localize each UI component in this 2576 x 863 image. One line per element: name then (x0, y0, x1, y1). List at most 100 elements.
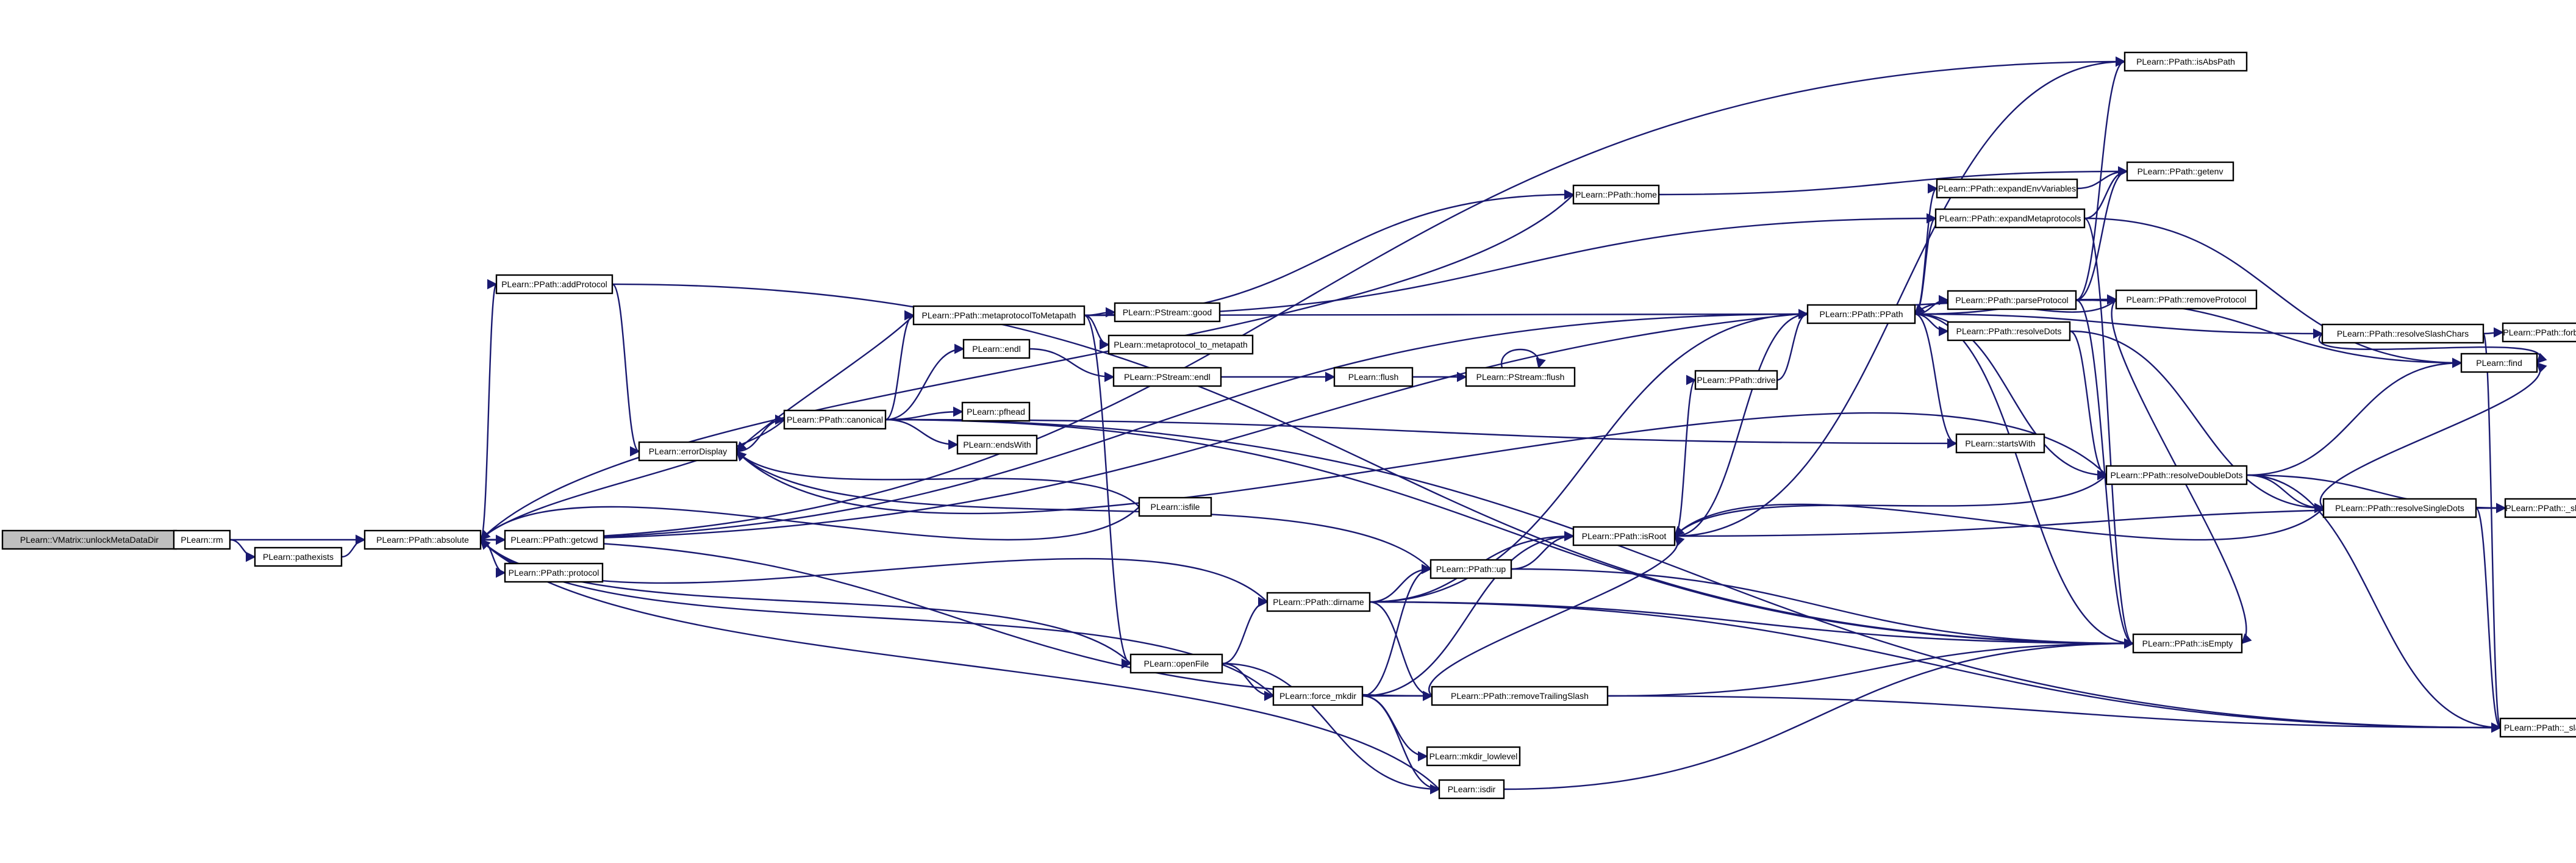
graph-edge (1362, 695, 1440, 795)
node-label: PLearn::VMatrix::unlockMetaDataDir (20, 535, 159, 545)
node-label: PLearn::PPath::removeProtocol (2127, 295, 2247, 304)
graph-node[interactable]: PLearn::PStream::endl (1112, 367, 1222, 387)
graph-node[interactable]: PLearn::isfile (1138, 496, 1212, 517)
node-label: PLearn::PPath::isRoot (1582, 531, 1667, 541)
graph-node[interactable]: PLearn::PPath::isRoot (1572, 526, 1676, 546)
node-box (962, 338, 1031, 359)
graph-edge (885, 418, 959, 450)
graph-node[interactable]: PLearn::PPath::resolveSingleDots (2322, 498, 2477, 518)
node-label: PLearn::PPath::resolveSingleDots (2335, 503, 2464, 513)
graph-node[interactable]: PLearn::PPath::isEmpty (2132, 633, 2243, 654)
node-label: PLearn::PPath::forbidden_chars (2503, 328, 2576, 337)
graph-node[interactable]: PLearn::PPath::resolveDoubleDots (2105, 465, 2248, 485)
graph-edge (479, 506, 1140, 541)
graph-node[interactable]: PLearn::metaprotocol_to_metapath (1107, 334, 1254, 355)
graph-node[interactable]: PLearn::PPath::dirname (1266, 592, 1371, 612)
graph-edge (1428, 535, 1685, 696)
node-label: PLearn::PPath::isEmpty (2142, 639, 2233, 648)
node-box (783, 409, 887, 430)
graph-node[interactable]: PLearn::PPath::isAbsPath (2123, 51, 2248, 72)
node-box (2105, 465, 2248, 485)
node-label: PLearn::PPath::expandEnvVariables (1938, 184, 2076, 193)
graph-node[interactable]: PLearn::PPath::absolute (363, 529, 482, 550)
node-label: PLearn::PPath::_slash (2505, 503, 2576, 513)
graph-node[interactable]: PLearn::pathexists (254, 546, 343, 567)
node-box (1465, 367, 1576, 387)
graph-node[interactable]: PLearn::PPath::_slash_char (2499, 717, 2576, 738)
graph-node[interactable]: PLearn::PPath::getcwd (504, 529, 605, 550)
graph-edge (2075, 56, 2126, 301)
graph-node[interactable]: PLearn::PPath::drive (1694, 370, 1778, 390)
graph-node[interactable]: PLearn::PPath::getenv (2126, 161, 2234, 182)
edge-layer (173, 56, 2547, 795)
node-label: PLearn::isfile (1151, 502, 1200, 512)
graph-edge (1674, 56, 2126, 537)
graph-node[interactable]: PLearn::VMatrix::unlockMetaDataDir (1, 529, 177, 550)
graph-edge (1914, 183, 1938, 315)
graph-node[interactable]: PLearn::startsWith (1955, 433, 2045, 454)
node-box (1572, 526, 1676, 546)
graph-node[interactable]: PLearn::endl (962, 338, 1031, 359)
node-label: PLearn::PPath::home (1575, 190, 1657, 199)
graph-edge (885, 406, 964, 421)
graph-node[interactable]: PLearn::PPath::parseProtocol (1947, 290, 2077, 310)
graph-node[interactable]: PLearn::PPath::removeTrailingSlash (1431, 686, 1609, 706)
node-label: PLearn::PPath::absolute (376, 535, 469, 545)
node-label: PLearn::errorDisplay (649, 446, 727, 456)
graph-edge (1673, 474, 2107, 537)
node-box (1806, 304, 1916, 324)
node-label: PLearn::endl (972, 344, 1020, 354)
graph-node[interactable]: PLearn::PPath::protocol (504, 562, 604, 583)
graph-node[interactable]: PLearn::mkdir_lowlevel (1426, 746, 1521, 767)
graph-node[interactable]: PLearn::PPath::PPath (1806, 304, 1916, 324)
graph-node[interactable]: PLearn::rm (173, 529, 231, 550)
node-box (1107, 334, 1254, 355)
node-label: PLearn::PPath::getenv (2138, 167, 2224, 176)
graph-node[interactable]: PLearn::openFile (1129, 653, 1223, 674)
graph-node[interactable]: PLearn::flush (1333, 367, 1414, 387)
graph-node[interactable]: PLearn::find (2460, 353, 2538, 373)
node-box (1129, 653, 1223, 674)
node-label: PLearn::PPath::resolveDoubleDots (2110, 470, 2242, 480)
graph-node[interactable]: PLearn::PPath::canonical (783, 409, 887, 430)
graph-edge (885, 418, 2134, 649)
node-box (2321, 323, 2485, 344)
graph-node[interactable]: PLearn::PPath::expandEnvVariables (1936, 178, 2078, 199)
graph-edge (885, 418, 2502, 733)
graph-node[interactable]: PLearn::PStream::good (1114, 302, 1221, 323)
graph-node[interactable]: PLearn::PPath::_slash (2504, 498, 2576, 518)
graph-node[interactable]: PLearn::PPath::addProtocol (495, 274, 614, 295)
graph-edge (1776, 309, 1809, 381)
graph-edge (2084, 166, 2128, 220)
graph-node[interactable]: PLearn::endsWith (956, 434, 1038, 455)
node-label: PLearn::PPath::up (1436, 564, 1506, 574)
graph-node[interactable]: PLearn::isdir (1438, 779, 1505, 800)
graph-node[interactable]: PLearn::PPath::expandMetaprotocols (1934, 208, 2086, 229)
graph-edge (1658, 166, 2128, 196)
node-label: PLearn::PPath::getcwd (510, 535, 598, 545)
graph-node[interactable]: PLearn::PPath::forbidden_chars (2502, 322, 2576, 343)
graph-node[interactable]: PLearn::PPath::metaprotocolToMetapath (912, 305, 1086, 326)
node-box (912, 305, 1086, 326)
graph-edge (1369, 309, 1809, 603)
graph-node[interactable]: PLearn::force_mkdir (1272, 686, 1364, 706)
node-box (504, 529, 605, 550)
node-box (1936, 178, 2078, 199)
node-label: PLearn::PPath::addProtocol (501, 279, 607, 289)
node-box (1112, 367, 1222, 387)
node-label: PLearn::force_mkdir (1279, 691, 1356, 701)
graph-edge (1369, 601, 2502, 733)
node-box (1947, 321, 2071, 342)
graph-node[interactable]: PLearn::PPath::resolveDots (1947, 321, 2071, 342)
graph-node[interactable]: PLearn::PPath::removeProtocol (2115, 289, 2258, 310)
graph-node[interactable]: PLearn::PPath::home (1572, 184, 1660, 205)
node-box (961, 401, 1031, 422)
graph-node[interactable]: PLearn::PPath::up (1429, 559, 1512, 579)
graph-edge (1511, 568, 2134, 649)
graph-edge (1369, 564, 1432, 603)
graph-node[interactable]: PLearn::errorDisplay (638, 441, 738, 462)
graph-node[interactable]: PLearn::PStream::flush (1465, 367, 1576, 387)
node-label: PLearn::find (2476, 358, 2522, 368)
graph-node[interactable]: PLearn::pfhead (961, 401, 1031, 422)
graph-node[interactable]: PLearn::PPath::resolveSlashChars (2321, 323, 2485, 344)
